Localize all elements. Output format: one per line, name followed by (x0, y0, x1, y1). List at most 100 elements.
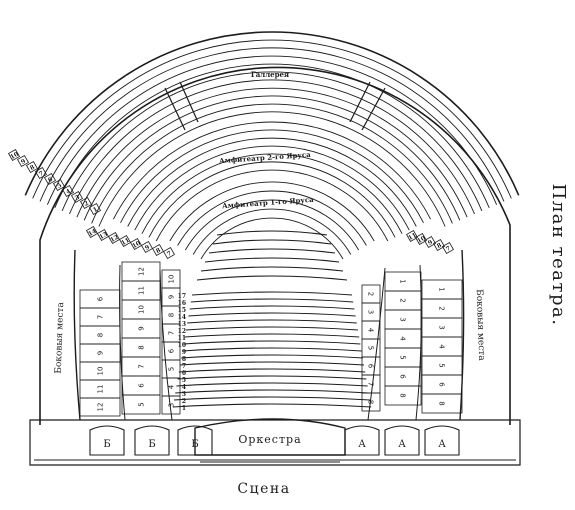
stall-row (189, 305, 355, 310)
stage-label: Сцена (237, 481, 290, 497)
amphitheatre-upper-row (120, 129, 424, 224)
stall-row (183, 340, 361, 345)
right-inner-seat-number: 3 (367, 310, 375, 314)
amphitheatre-upper-row (127, 137, 417, 227)
left-lodge-upper-number: 3 (74, 194, 81, 202)
right-mid-seat-number: 2 (399, 298, 407, 302)
left-outer-seat-number: 8 (97, 333, 105, 337)
gallery-row (39, 47, 505, 202)
right-box (344, 425, 380, 456)
left-lodge-upper-cell (79, 196, 93, 210)
left-lodge-lower-number: 11 (120, 237, 131, 247)
amphitheatre-upper-tier (112, 121, 432, 242)
side-seats-right-label: Боковыя места (474, 289, 487, 361)
left-mid-seat-number: 9 (138, 326, 146, 330)
stall-front-row (196, 275, 348, 281)
right-inner-seat-number: 8 (367, 400, 375, 404)
right-lodge-lower-number: 7 (445, 245, 452, 253)
plan-title: План театра. (548, 184, 569, 327)
gallery-row (46, 55, 498, 205)
left-lodge-upper-cell (25, 160, 39, 174)
right-outer-seat-number: 6 (438, 382, 446, 387)
left-lodge-lower-cell (129, 237, 143, 251)
left-lodge-upper-number: 9 (20, 158, 27, 166)
left-lodge-upper-number: 2 (83, 200, 90, 208)
amphitheatre-lower-row (169, 181, 375, 242)
left-mid-seat-number: 8 (138, 345, 146, 349)
left-lodge-upper-number: 5 (56, 182, 63, 190)
left-mid-seat-number: 5 (138, 402, 146, 406)
right-inner-seat-number: 4 (367, 328, 375, 333)
right-lodge-lower-number: 10 (416, 235, 427, 245)
stall-row (191, 291, 353, 296)
stall-row (182, 347, 362, 352)
stall-row (173, 396, 371, 401)
left-inner-seat-number: 7 (168, 331, 176, 335)
left-lodge-upper-number: 8 (29, 164, 36, 172)
stall-front-row (204, 257, 340, 263)
left-lodge-lower-cell (107, 231, 121, 245)
right-lodge-lower-number: 11 (407, 232, 418, 242)
left-inner-seat-number: 5 (168, 367, 176, 371)
right-mid-seat-cell (384, 385, 422, 406)
left-lodge-lower-number: 14 (87, 228, 98, 238)
left-lodge-upper-cell (43, 172, 57, 186)
right-outer-seat-number: 3 (438, 325, 446, 329)
left-outer-seat-number: 12 (97, 403, 105, 412)
right-outer-seat-number: 2 (438, 306, 446, 310)
gallery-aisles (164, 81, 386, 131)
left-box-label: Б (191, 439, 198, 450)
left-lodge-lower-number: 7 (166, 250, 173, 258)
stall-front-row (200, 266, 344, 272)
left-lodge-upper-cell (16, 154, 30, 168)
right-lodge-lower-cell (441, 241, 455, 255)
stall-row (178, 368, 366, 373)
right-mid-seat-number: 5 (399, 355, 407, 359)
left-lodge-upper-number: 1 (92, 206, 99, 214)
stalls (172, 230, 372, 408)
stall-row (179, 361, 365, 366)
left-lodge-lower-number: 13 (98, 231, 109, 241)
right-box-label: А (358, 439, 366, 450)
left-lodge-lower-cell (96, 228, 110, 242)
left-lodge-upper-cell (7, 148, 21, 162)
right-box (384, 425, 420, 456)
left-lodge-upper-number: 10 (9, 151, 20, 161)
left-lodge-upper-number: 7 (38, 170, 45, 178)
gallery-row (76, 87, 468, 218)
amphitheatre-upper-row (141, 153, 403, 234)
gallery-label: Галлерея (251, 70, 289, 79)
right-outer-seat-number: 5 (438, 363, 446, 367)
stall-row (190, 298, 354, 303)
left-box (134, 425, 170, 456)
stall-row (187, 319, 357, 324)
left-lodge-lower-cell (118, 234, 132, 248)
stall-front-row (208, 248, 336, 254)
left-inner-seat-number: 4 (168, 384, 176, 389)
left-lodge-upper-cell (52, 178, 66, 192)
stall-row (181, 354, 363, 359)
left-mid-seat-number: 12 (138, 267, 146, 276)
left-outer-seat-cell (79, 397, 121, 417)
right-lodge-lower-cell (414, 232, 428, 246)
stall-row (175, 389, 369, 394)
left-box-label: Б (148, 439, 155, 450)
left-lodge-upper-cell (34, 166, 48, 180)
left-outer-seat-number: 9 (97, 351, 105, 355)
stall-row-number: 9 (182, 349, 186, 356)
stall-front-row (212, 239, 332, 245)
left-outer-seat-number: 7 (97, 315, 105, 319)
amphitheatre-lower-row (192, 208, 352, 255)
amphitheatre-upper-row (134, 145, 410, 231)
right-lodge-lower-cell (423, 235, 437, 249)
left-lodge-lower-cell (140, 240, 154, 254)
left-lodge-upper-cell (88, 202, 102, 216)
left-inner-seat-number: 8 (168, 313, 176, 317)
right-inner-seat-number: 6 (367, 364, 375, 369)
stall-row (184, 333, 360, 338)
